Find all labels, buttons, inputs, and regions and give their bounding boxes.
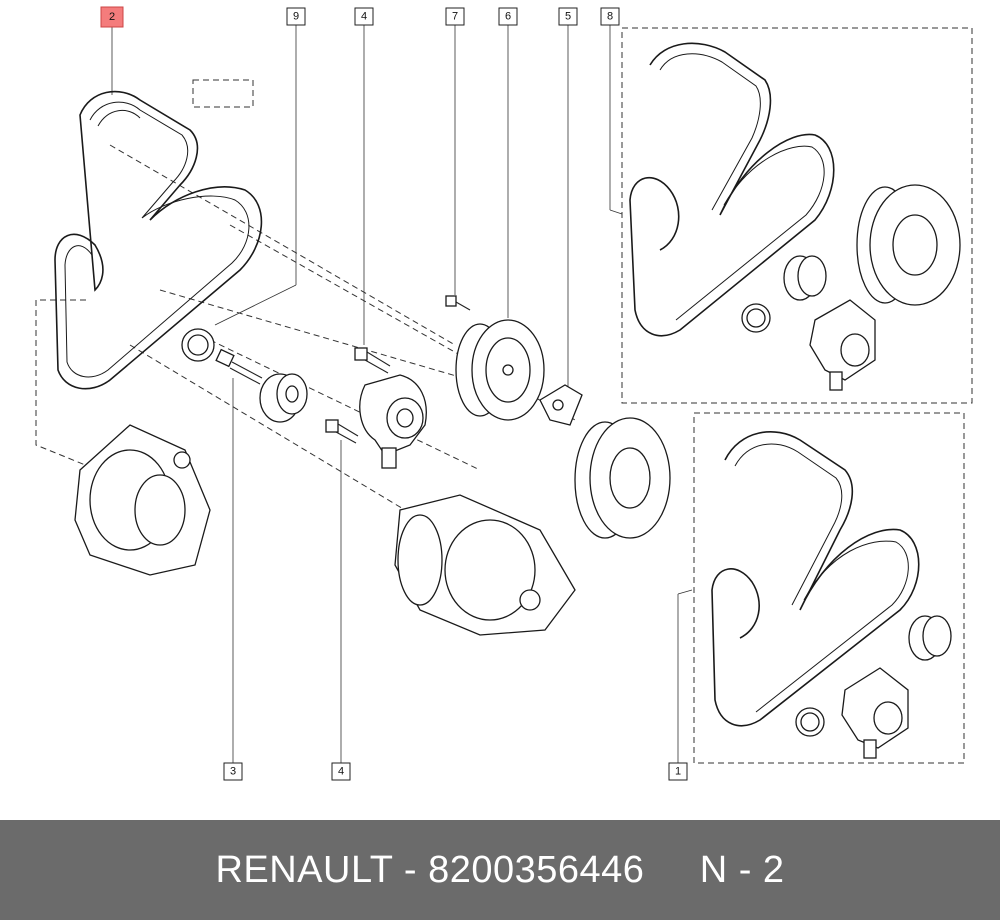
kit-1-belt — [711, 431, 920, 727]
ac-clutch-pulley — [574, 417, 671, 539]
callout-8: 8 — [600, 7, 620, 26]
callout-2-label: 2 — [109, 11, 115, 23]
seal-ring — [181, 328, 215, 362]
bolt-lower — [325, 419, 359, 444]
kit-8-seal — [741, 303, 771, 333]
callout-9: 9 — [286, 7, 306, 26]
callout-5-label: 5 — [565, 11, 571, 23]
callout-1-label: 1 — [675, 766, 681, 778]
callout-6-label: 6 — [505, 11, 511, 23]
callout-4-top-label: 4 — [361, 11, 367, 23]
bolt-long — [215, 348, 263, 385]
callout-3: 3 — [223, 762, 243, 781]
kit-1-seal — [795, 707, 825, 737]
ac-compressor — [394, 494, 576, 636]
parts-diagram: 2 9 4 7 6 5 8 3 4 1 — [35, 6, 973, 781]
callout-8-label: 8 — [607, 11, 613, 23]
kit-8-belt — [629, 42, 835, 337]
callout-1: 1 — [668, 762, 688, 781]
callout-4-bottom: 4 — [331, 762, 351, 781]
crankshaft-pulley — [455, 319, 545, 421]
callout-9-label: 9 — [293, 11, 299, 23]
kit-1-tensioner — [841, 667, 909, 759]
callout-6: 6 — [498, 7, 518, 26]
callout-7: 7 — [445, 7, 465, 26]
kit-8-crank-pulley — [856, 184, 961, 306]
callout-2: 2 — [100, 6, 124, 28]
alternator — [74, 424, 211, 576]
belt-tensioner — [359, 374, 427, 469]
callout-4-bottom-label: 4 — [338, 766, 344, 778]
screw-small — [445, 295, 471, 311]
bracket — [539, 384, 583, 426]
kit-8-idler — [783, 255, 827, 301]
kit-8-tensioner — [809, 299, 876, 391]
ribbed-belt-main — [54, 90, 263, 390]
leader-lines — [111, 25, 693, 763]
exploded-view-drawing: 2 9 4 7 6 5 8 3 4 1 — [35, 6, 973, 781]
callout-4-top: 4 — [354, 7, 374, 26]
footer-banner: RENAULT - 8200356446 N - 2 — [0, 820, 1000, 920]
kit-1-idler — [908, 615, 952, 661]
callout-3-label: 3 — [230, 766, 236, 778]
callout-5: 5 — [558, 7, 578, 26]
part-number-caption: RENAULT - 8200356446 N - 2 — [215, 848, 785, 891]
callout-7-label: 7 — [452, 11, 458, 23]
bolt-upper — [354, 347, 391, 374]
idler-pulley — [259, 373, 308, 423]
